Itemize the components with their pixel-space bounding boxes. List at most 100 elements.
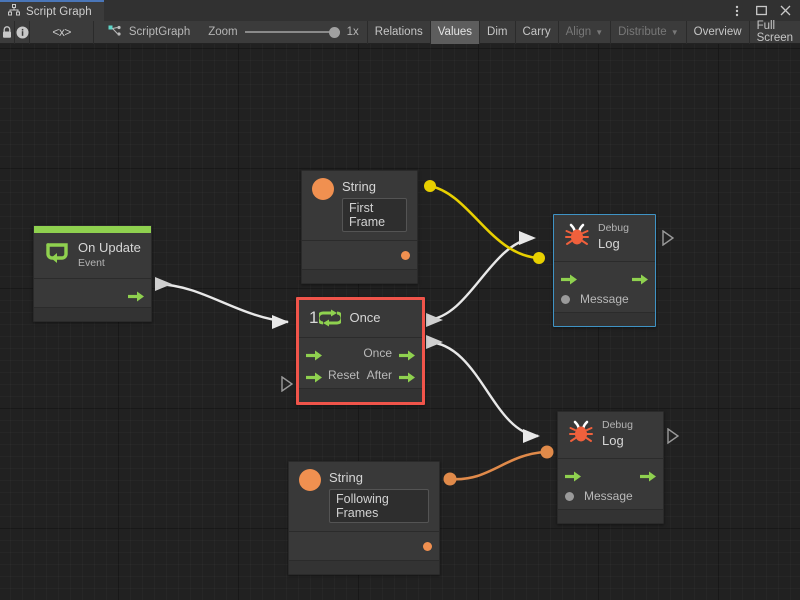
node-accent-bar [34,226,151,233]
node-title: String [329,470,363,485]
reset-input-arrow-icon[interactable] [306,370,322,382]
node-ports [302,241,417,269]
toolbar-item-relations[interactable]: Relations [366,20,430,44]
flow-input-arrow-icon[interactable] [561,272,577,284]
port-row-flow-in-once-out[interactable]: Once [299,342,422,364]
node-footer [289,559,439,574]
toolbar-item-full-screen[interactable]: Full Screen [748,20,800,44]
node-header: String Following Frames [289,462,439,532]
node-footer [302,268,417,283]
toolbar-item-label: Values [437,26,473,38]
node-footer [558,509,663,523]
graph-canvas[interactable]: On Update Event [0,44,800,600]
zoom-slider-handle[interactable] [328,26,340,38]
string-value-icon [299,469,321,491]
event-loop-icon [44,241,70,270]
toolbar-item-carry[interactable]: Carry [514,20,558,44]
node-footer [299,388,422,402]
node-title: Once [349,310,381,326]
node-subtitle: Debug [602,419,633,432]
node-title: String [342,179,376,194]
port-label-message: Message [584,489,633,503]
node-title: Log [598,235,620,251]
node-debug-log-bottom[interactable]: Debug Log [557,411,664,524]
code-brackets-icon[interactable]: <x> [30,20,94,44]
flow-output-arrow-icon[interactable] [640,469,656,481]
string-value-icon [312,178,334,200]
chevron-down-icon: ▼ [670,28,679,37]
graph-hierarchy-icon [8,3,20,21]
flow-external-port-icon[interactable] [662,230,674,246]
node-once[interactable]: 1 Once [296,297,425,405]
toolbar-item-dim[interactable]: Dim [479,20,514,44]
close-icon[interactable] [778,4,792,18]
after-output-arrow-icon[interactable] [399,370,415,382]
tab-label: Script Graph [26,5,92,18]
node-ports: Once Reset [299,338,422,388]
port-row-message[interactable]: Message [554,288,655,310]
node-subtitle: Event [78,256,105,269]
node-header: Debug Log [554,215,655,262]
toolbar-item-overview[interactable]: Overview [685,20,749,44]
node-string-following-frames[interactable]: String Following Frames [288,461,440,575]
port-row-flow[interactable] [558,463,663,485]
breadcrumb[interactable]: ScriptGraph [94,21,200,44]
port-row-flow[interactable] [554,266,655,288]
toolbar-item-align: Align▼ [557,20,611,44]
zoom-value: 1x [346,26,359,38]
port-row-message[interactable]: Message [558,485,663,507]
once-output-arrow-icon[interactable] [399,348,415,360]
value-output-port[interactable] [401,251,410,261]
toolbar-item-values[interactable]: Values [429,20,480,44]
flow-output-arrow-icon[interactable] [632,272,648,284]
once-icon-number: 1 [309,308,319,327]
node-footer [34,307,151,322]
node-footer [554,312,655,326]
lock-icon[interactable] [0,20,16,44]
maximize-icon[interactable] [754,4,768,18]
flow-input-arrow-icon[interactable] [565,469,581,481]
info-icon[interactable] [15,20,31,44]
port-row-reset-after[interactable]: Reset After [299,364,422,386]
node-on-update[interactable]: On Update Event [33,225,152,323]
reset-external-port-icon[interactable] [281,376,293,392]
kebab-menu-icon[interactable] [730,4,744,18]
toolbar-item-label: Distribute [618,26,667,38]
node-ports [289,532,439,560]
node-string-first-frame[interactable]: String First Frame [301,170,418,284]
toolbar-item-label: Relations [374,26,423,38]
zoom-slider[interactable] [244,26,340,38]
toolbar-item-label: Carry [522,26,551,38]
port-label-after: After [366,368,392,382]
breadcrumb-label: ScriptGraph [128,26,191,38]
flow-output-arrow-icon[interactable] [128,289,144,302]
node-debug-log-top[interactable]: Debug Log [553,214,656,327]
chevron-down-icon: ▼ [595,28,604,37]
node-ports [34,279,151,307]
node-ports: Message [554,262,655,312]
string-value-input[interactable]: First Frame [342,197,407,232]
port-row-value-out[interactable] [289,536,439,558]
node-header: On Update Event [34,233,151,280]
node-ports: Message [558,459,663,509]
toolbar-item-label: Full Screen [756,20,793,44]
bug-icon [568,419,594,450]
zoom-control[interactable]: Zoom 1x [200,21,367,44]
bug-icon [564,222,590,253]
port-row-flow-out[interactable] [34,283,151,305]
toolbar-item-label: Overview [693,26,742,38]
zoom-label: Zoom [208,26,238,38]
string-value-input[interactable]: Following Frames [329,488,429,523]
tab-script-graph[interactable]: Script Graph [0,0,104,21]
value-output-port[interactable] [423,542,432,552]
message-input-port[interactable] [565,491,574,501]
node-title: On Update [78,240,141,255]
flow-external-port-icon[interactable] [667,428,679,444]
port-label-reset: Reset [328,368,360,382]
port-row-value-out[interactable] [302,245,417,267]
node-header: 1 Once [299,300,422,338]
flow-input-arrow-icon[interactable] [306,348,322,360]
message-input-port[interactable] [561,294,570,304]
